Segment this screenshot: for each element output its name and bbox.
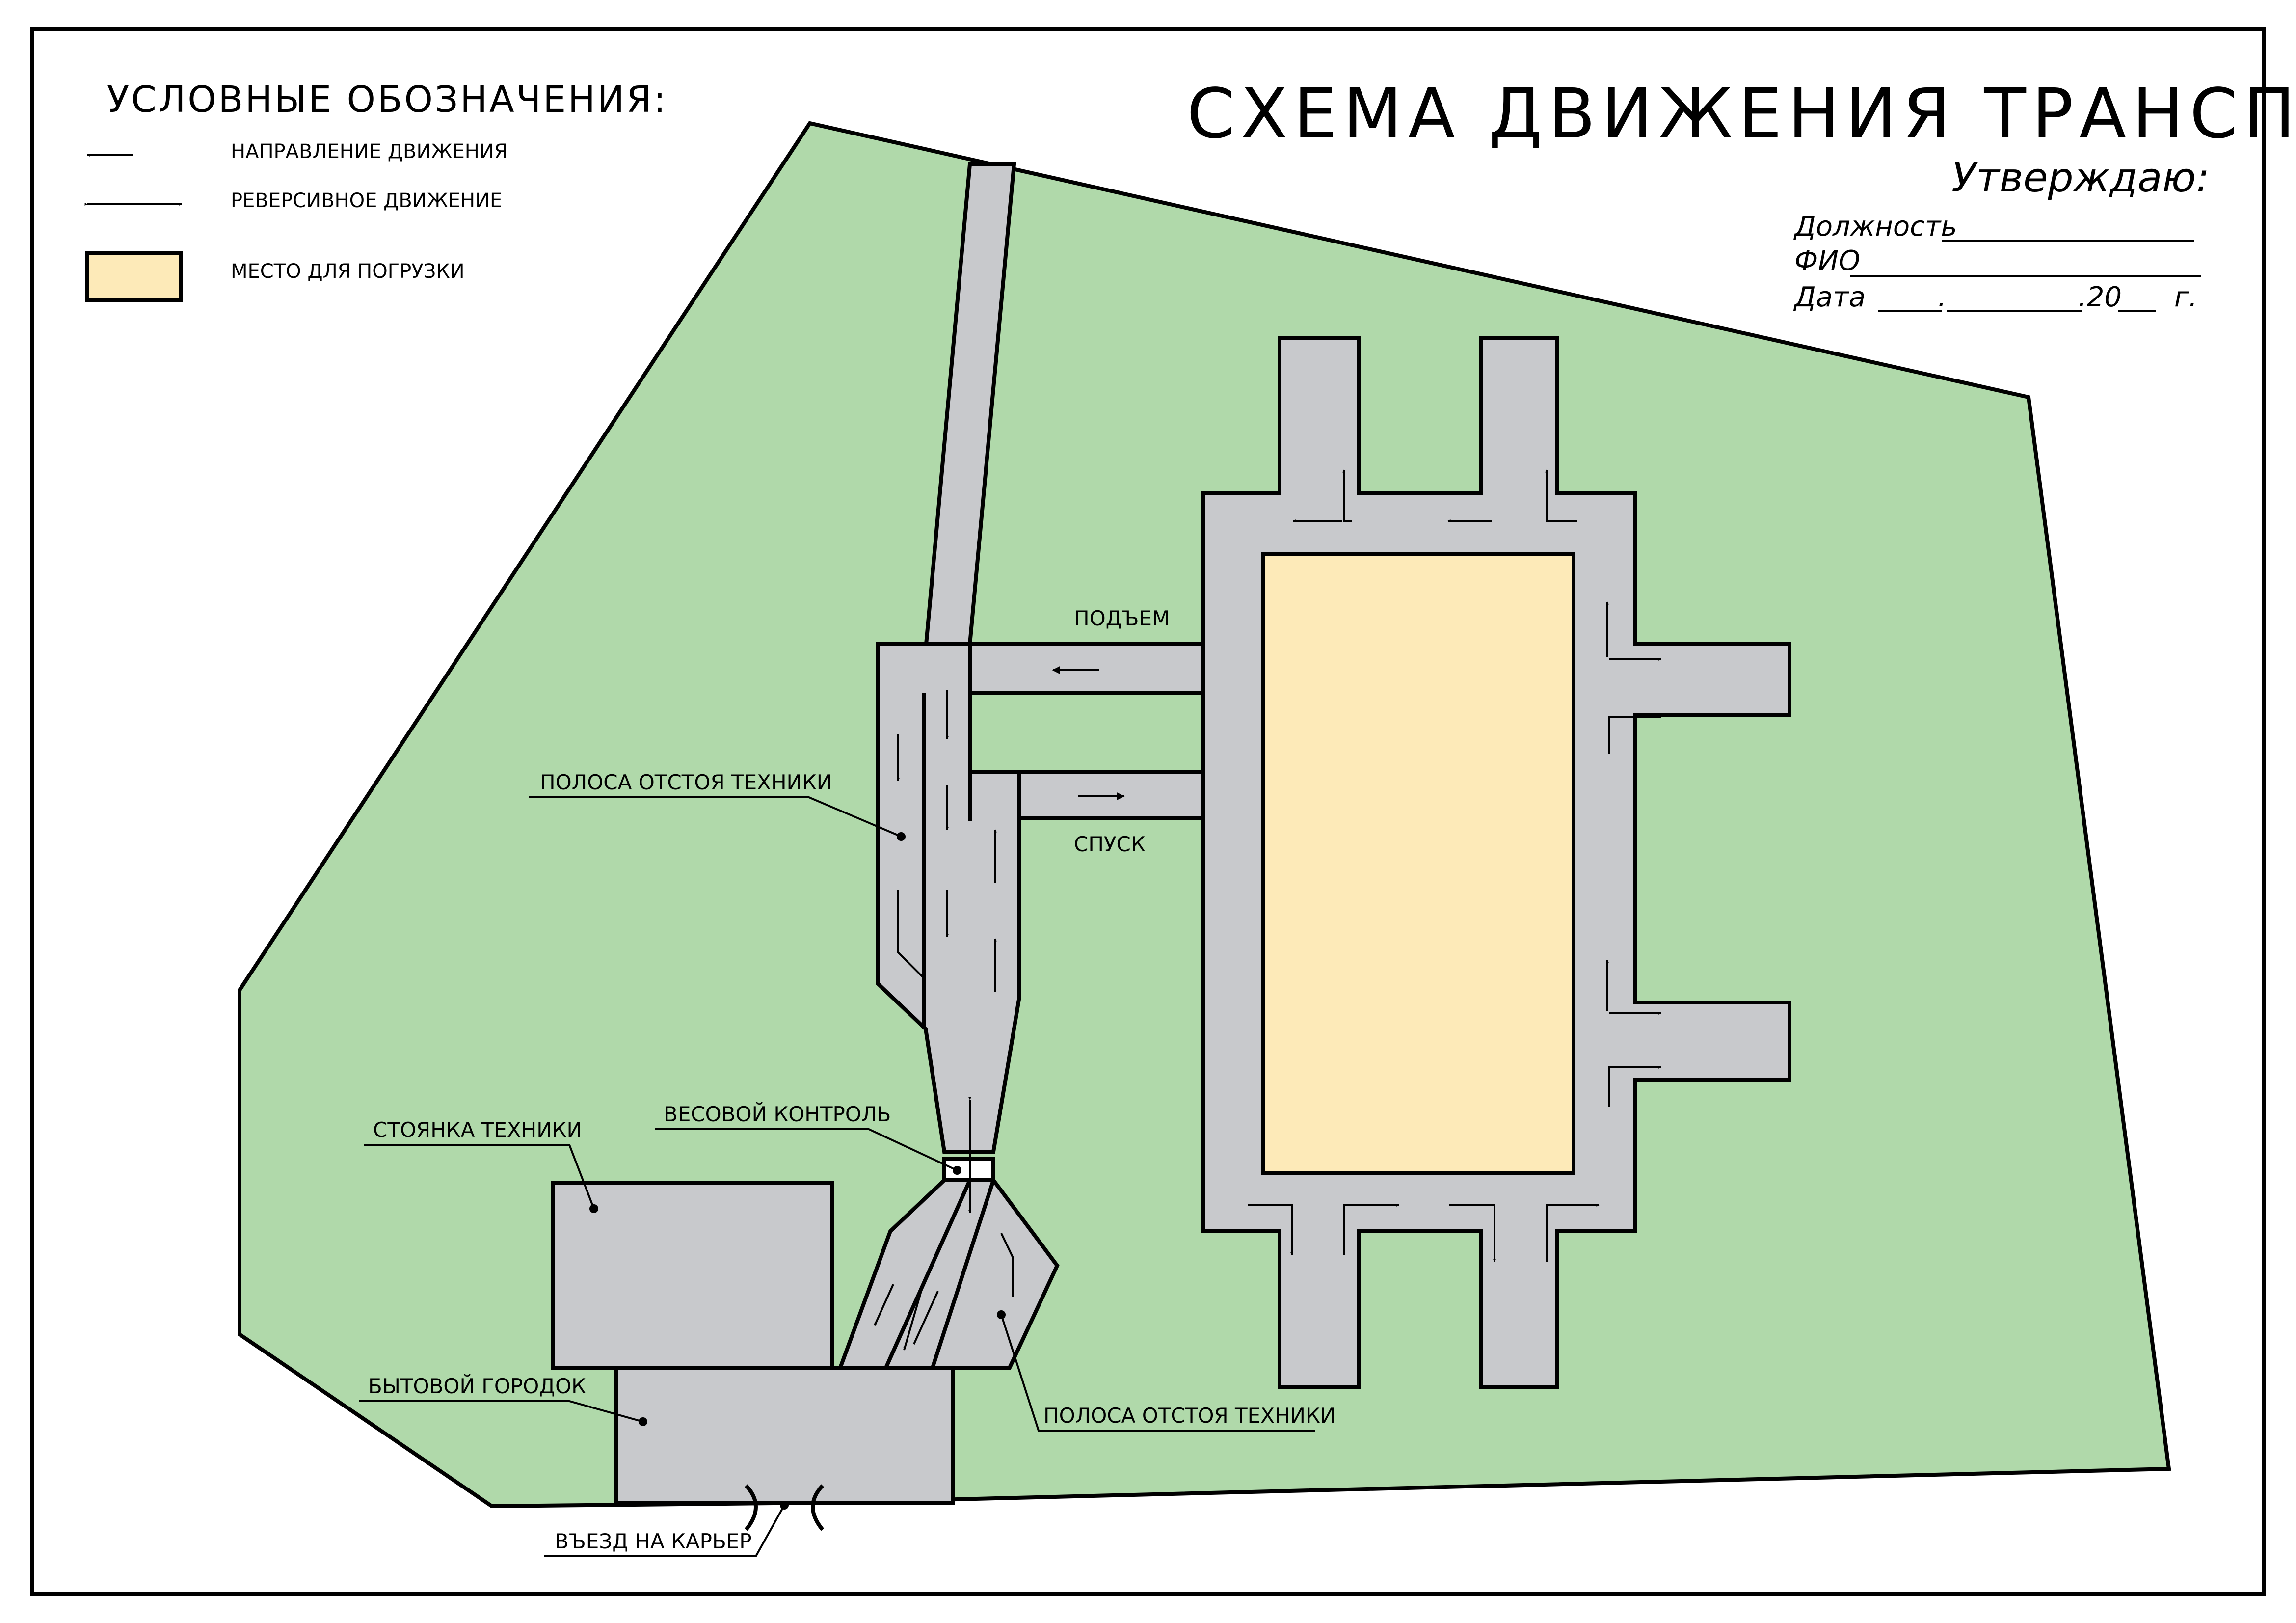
- label-living-quarters: БЫТОВОЙ ГОРОДОК: [368, 1374, 586, 1398]
- label-standby-lane-bottom: ПОЛОСА ОТСТОЯ ТЕХНИКИ: [1043, 1404, 1335, 1428]
- drawing-frame: [30, 27, 2266, 1596]
- lane-divider: [884, 1179, 972, 1369]
- leader-dot: [639, 1417, 647, 1426]
- approval-date-year: .20: [2078, 281, 2122, 313]
- leader-line: [544, 1505, 785, 1557]
- leader-dot: [589, 1204, 598, 1213]
- leader-line: [1000, 1314, 1315, 1432]
- approval-date-label: Дата: [1793, 281, 1866, 313]
- label-descent: СПУСК: [1074, 832, 1146, 856]
- leader-dot: [780, 1501, 789, 1510]
- legend: УСЛОВНЫЕ ОБОЗНАЧЕНИЯ: НАПРАВЛЕНИЕ ДВИЖЕН…: [84, 79, 667, 302]
- arrow-funnel: [903, 1284, 924, 1351]
- arrow-funnel: [913, 1291, 939, 1345]
- leader-line: [529, 796, 902, 838]
- loading-area-swatch: [85, 251, 183, 302]
- page-title: СХЕМА ДВИЖЕНИЯ ТРАНСПОРТА: [1187, 74, 2296, 154]
- arrow-turn: [897, 890, 924, 978]
- approval-block: Утверждаю: Должность ФИО Дата . .20 г.: [1793, 155, 2210, 313]
- leader-dot: [897, 832, 906, 841]
- label-standby-lane-top: ПОЛОСА ОТСТОЯ ТЕХНИКИ: [540, 770, 832, 794]
- approval-position-label: Должность: [1793, 211, 1957, 243]
- entrance-gate-right-icon: [811, 1484, 825, 1531]
- traffic-arrows: [874, 469, 1661, 1351]
- lane-divider: [931, 1179, 995, 1369]
- label-quarry-entrance: ВЪЕЗД НА КАРЬЕР: [555, 1529, 752, 1553]
- label-weight-control: ВЕСОВОЙ КОНТРОЛЬ: [664, 1102, 891, 1126]
- leader-dot: [997, 1310, 1006, 1319]
- arrow-ring: [1608, 1066, 1661, 1107]
- legend-label: НАПРАВЛЕНИЕ ДВИЖЕНИЯ: [231, 140, 508, 163]
- legend-title: УСЛОВНЫЕ ОБОЗНАЧЕНИЯ:: [107, 79, 667, 121]
- entrance-gate-left-icon: [744, 1484, 758, 1531]
- leader-dot: [953, 1166, 961, 1175]
- leader-line: [364, 1144, 595, 1209]
- approval-date-suffix: г.: [2174, 281, 2197, 313]
- living-quarters-area: [614, 1366, 955, 1505]
- label-ascent: ПОДЪЕМ: [1074, 606, 1170, 630]
- approval-heading: Утверждаю:: [1951, 155, 2210, 201]
- arrow-ring: [1342, 469, 1352, 522]
- road-ascent: [968, 642, 1205, 695]
- arrow-ring: [1608, 715, 1661, 754]
- arrow-ring: [1546, 1204, 1600, 1262]
- equipment-parking-area: [551, 1181, 834, 1370]
- callouts: ПОЛОСА ОТСТОЯ ТЕХНИКИ ВЕСОВОЙ КОНТРОЛЬ С…: [359, 770, 1335, 1557]
- leader-line: [655, 1128, 958, 1171]
- label-equipment-parking: СТОЯНКА ТЕХНИКИ: [373, 1118, 582, 1142]
- loading-area: [1261, 552, 1575, 1175]
- legend-label: МЕСТО ДЛЯ ПОГРУЗКИ: [231, 260, 465, 283]
- arrow-ring: [1248, 1204, 1293, 1255]
- arrow-funnel: [874, 1284, 894, 1326]
- approval-name-label: ФИО: [1794, 245, 1860, 277]
- arrow-ring: [1545, 469, 1577, 522]
- arrow-ring: [1343, 1204, 1399, 1255]
- legend-label: РЕВЕРСИВНОЕ ДВИЖЕНИЕ: [231, 189, 502, 212]
- approval-date-dot: .: [1938, 281, 1947, 313]
- arrow-funnel-turn: [1000, 1233, 1014, 1297]
- arrow-ring: [1449, 1204, 1496, 1262]
- leader-line: [359, 1400, 643, 1423]
